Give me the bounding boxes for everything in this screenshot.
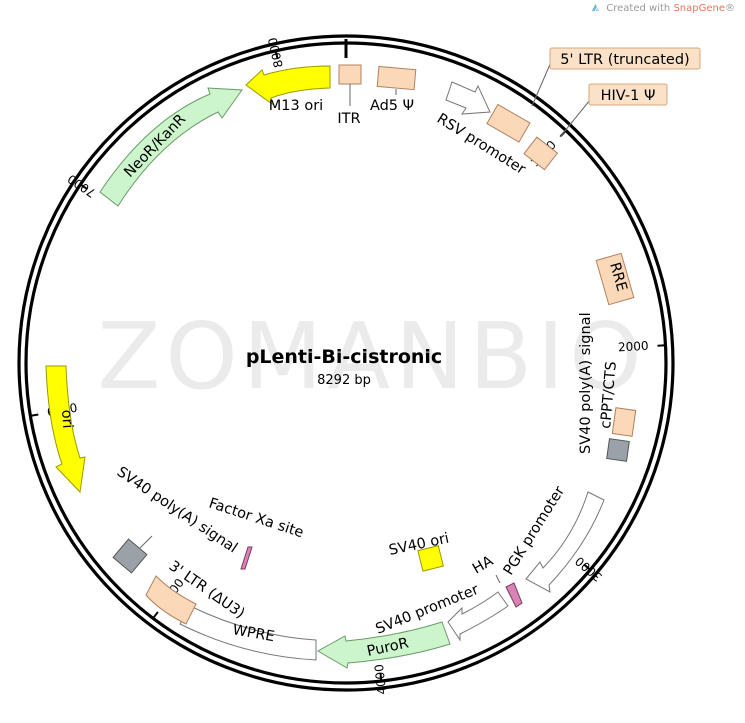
ori-arrow xyxy=(45,365,86,494)
tick-mark-8000 xyxy=(274,50,279,59)
tick-label-8000: 8000 xyxy=(265,36,285,69)
label-ori: ori xyxy=(58,409,75,429)
backbone-outer-ring xyxy=(17,34,675,692)
watermark-text: ZOMANBIO xyxy=(97,303,646,410)
label-5-ltr: 5' LTR (truncated) xyxy=(560,52,689,68)
feature-m13-ori[interactable]: M13 ori xyxy=(245,65,331,114)
plasmid-size: 8292 bp xyxy=(317,373,371,388)
label-wpre: WPRE xyxy=(231,622,275,645)
sv40-polya-left-box xyxy=(112,538,148,574)
rsv-promoter-arrow xyxy=(445,81,491,115)
ltr5-label-box xyxy=(549,47,701,70)
label-ad5-psi: Ad5 Ψ xyxy=(370,98,414,114)
feature-ori[interactable]: ori xyxy=(45,365,86,494)
ha-leader xyxy=(495,574,501,584)
label-cppt: cPPT/CTS xyxy=(598,361,620,430)
sv40-polya-left-leader xyxy=(139,535,153,549)
feature-5-ltr[interactable]: 5' LTR (truncated) xyxy=(531,47,701,107)
credit-suffix: ® xyxy=(725,3,735,14)
ltr5-box xyxy=(486,103,531,143)
ltr3-box xyxy=(145,575,197,625)
label-sv40-polya-right: SV40 poly(A) signal xyxy=(578,312,594,454)
puror-arrow xyxy=(316,621,451,669)
feature-sv40-ori[interactable]: SV40 ori xyxy=(388,531,451,572)
m13-ori-arrow xyxy=(245,65,331,106)
feature-sv40-polya-left[interactable]: SV40 poly(A) signal xyxy=(112,464,240,574)
tick-mark-4000 xyxy=(379,672,383,682)
label-ha: HA xyxy=(470,553,496,577)
sv40-promoter-arrow xyxy=(447,591,509,642)
feature-neor[interactable]: NeoR/KanR xyxy=(99,87,243,207)
label-hiv-psi: HIV-1 Ψ xyxy=(601,88,656,104)
feature-puror[interactable]: PuroR xyxy=(316,621,451,669)
cppt-box xyxy=(611,407,637,437)
snapgene-credit: Created with SnapGene® xyxy=(591,3,735,14)
tick-label-2000: 2000 xyxy=(618,339,649,355)
tick-mark-7000 xyxy=(79,183,88,190)
neor-arrow xyxy=(99,87,243,207)
credit-prefix: Created with xyxy=(606,3,674,14)
feature-hiv-psi[interactable]: HIV-1 Ψ xyxy=(559,83,668,138)
ltr5-leader xyxy=(531,61,552,107)
label-neor: NeoR/KanR xyxy=(121,111,189,180)
tick-mark-6000 xyxy=(30,413,39,417)
feature-rsv-promoter[interactable]: RSV promoter xyxy=(434,81,559,178)
feature-cppt[interactable]: cPPT/CTS xyxy=(598,361,637,437)
feature-ad5-psi[interactable]: Ad5 Ψ xyxy=(370,65,417,114)
hiv-psi-label-box xyxy=(588,83,668,106)
ha-marker xyxy=(505,582,523,608)
credit-brand: SnapGene xyxy=(673,3,725,14)
feature-wpre[interactable]: WPRE xyxy=(179,605,317,661)
hiv-psi-box xyxy=(523,136,559,171)
itr-box xyxy=(338,64,362,85)
factor-xa-marker xyxy=(240,546,253,570)
sv40-ori-box xyxy=(417,545,444,572)
wpre-arrow xyxy=(179,605,317,661)
feature-itr[interactable]: ITR xyxy=(337,64,362,127)
label-itr: ITR xyxy=(337,111,360,127)
hiv-psi-leader xyxy=(559,99,591,138)
tick-label-7000: 7000 xyxy=(65,172,98,201)
snapgene-logo-icon xyxy=(592,3,600,12)
label-rre: RRE xyxy=(606,261,629,294)
rre-box xyxy=(595,252,635,306)
tick-label-4000: 4000 xyxy=(372,663,389,695)
ad5-psi-box xyxy=(376,65,417,91)
label-m13-ori: M13 ori xyxy=(269,98,323,114)
pgk-promoter-arrow xyxy=(525,491,605,593)
tick-mark-3000 xyxy=(583,563,591,571)
feature-sv40-polya-right[interactable]: SV40 poly(A) signal xyxy=(578,312,630,462)
tick-mark-5000 xyxy=(152,611,159,619)
plasmid-name: pLenti-Bi-cistronic xyxy=(246,346,442,368)
feature-rre[interactable]: RRE xyxy=(595,252,635,306)
sv40-polya-right-box xyxy=(606,438,630,462)
